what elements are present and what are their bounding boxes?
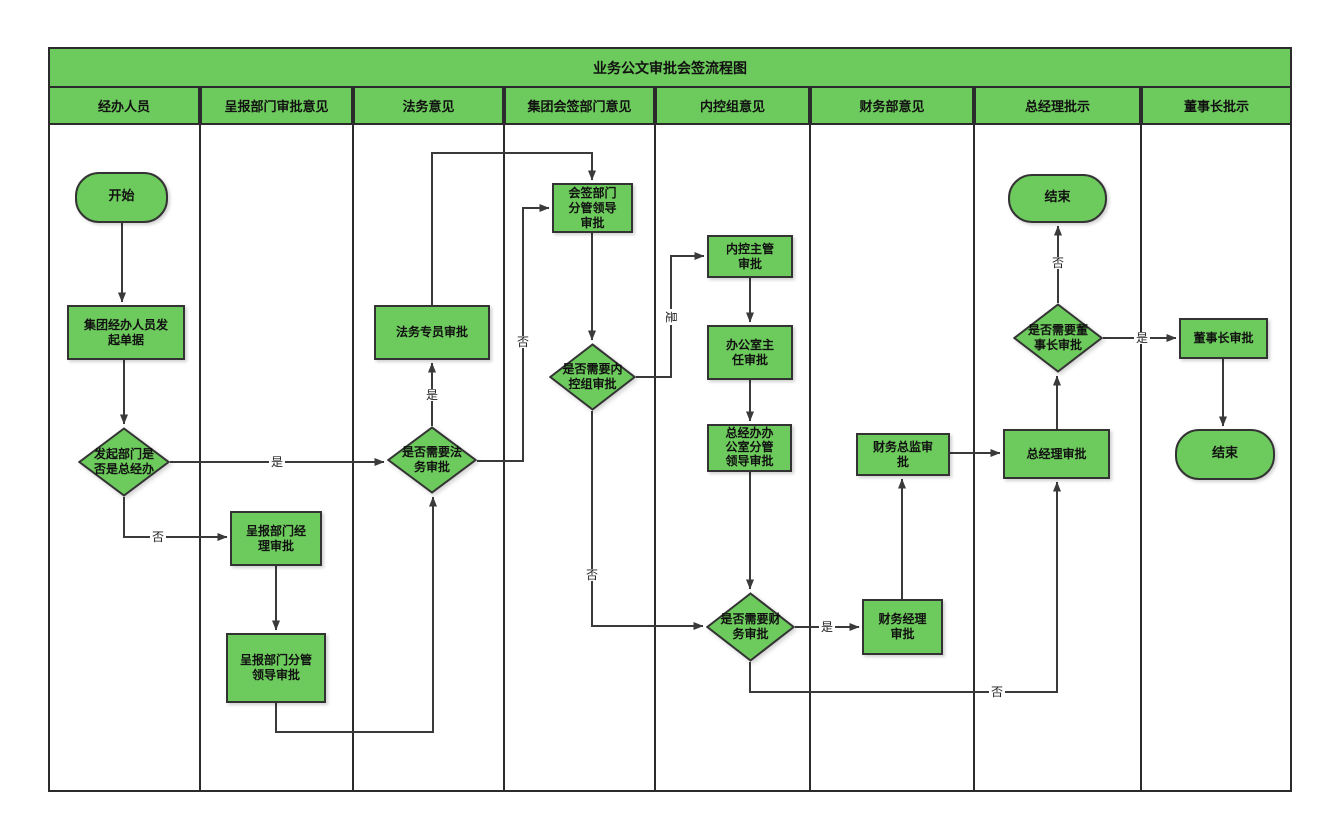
edge-label-no: 否 <box>988 685 1006 699</box>
lane-header-chairman: 董事长批示 <box>1141 86 1292 125</box>
diagram-title: 业务公文审批会签流程图 <box>593 60 747 77</box>
diamond-shape <box>387 426 477 494</box>
edge-label-no: 否 <box>583 568 601 582</box>
node-dept-leader: 呈报部门分管 领导审批 <box>226 633 326 703</box>
lane-divider <box>809 125 811 792</box>
node-chairman-approve-label: 董事长审批 <box>1193 331 1254 345</box>
node-finance-director-label: 财务总监审 批 <box>872 439 933 469</box>
node-initiate-label: 集团经办人员发 起单据 <box>83 317 168 347</box>
edge-label-no: 否 <box>149 530 167 544</box>
node-gm-office-leader: 总经办办 公室分管 领导审批 <box>707 424 792 472</box>
lane-label: 财务部意见 <box>859 100 925 115</box>
lane-label: 经办人员 <box>97 100 150 115</box>
node-legal-specialist: 法务专员审批 <box>374 305 490 360</box>
diamond-shape <box>78 427 170 497</box>
lane-label: 呈报部门审批意见 <box>224 100 329 115</box>
lane-header-report-dept: 呈报部门审批意见 <box>200 86 353 125</box>
lane-label: 法务意见 <box>402 100 455 115</box>
node-dept-leader-label: 呈报部门分管 领导审批 <box>239 653 312 682</box>
node-start-label: 开始 <box>108 189 135 205</box>
diamond-shape <box>706 592 795 662</box>
node-end-chairman-label: 结束 <box>1211 446 1238 462</box>
edge-label-yes: 是 <box>664 308 678 326</box>
lane-header-countersign-dept: 集团会签部门意见 <box>504 86 655 125</box>
lane-header-internal-control: 内控组意见 <box>655 86 810 125</box>
lane-divider <box>503 125 505 792</box>
lane-label: 集团会签部门意见 <box>527 100 632 115</box>
node-need-legal-label: 是否需要法 务审批 <box>401 445 462 474</box>
node-office-director: 办公室主 任审批 <box>707 325 793 380</box>
node-is-gm-office: 发起部门是 否是总经办 <box>78 427 170 497</box>
node-office-director-label: 办公室主 任审批 <box>725 337 774 367</box>
lane-header-finance: 财务部意见 <box>810 86 974 125</box>
node-finance-director: 财务总监审 批 <box>856 433 950 476</box>
node-chairman-approve: 董事长审批 <box>1179 318 1268 359</box>
edge-label-no: 否 <box>514 335 532 349</box>
node-finance-manager: 财务经理 审批 <box>862 599 943 655</box>
node-countersign-leader: 会签部门 分管领导 审批 <box>552 183 633 233</box>
lane-divider <box>973 125 975 792</box>
node-end-gm: 结束 <box>1008 174 1107 223</box>
node-finance-manager-label: 财务经理 审批 <box>878 612 927 641</box>
diagram-title-bar: 业务公文审批会签流程图 <box>48 47 1292 88</box>
node-gm-approve-label: 总经理审批 <box>1026 446 1087 461</box>
node-need-internal-control: 是否需要内 控组审批 <box>549 343 636 411</box>
lane-label: 董事长批示 <box>1183 100 1249 115</box>
diamond-shape <box>1013 303 1103 373</box>
lane-divider <box>199 125 201 792</box>
edge-label-yes: 是 <box>423 388 441 402</box>
node-need-internal-control-label: 是否需要内 控组审批 <box>562 362 623 391</box>
edge-label-yes: 是 <box>268 455 286 469</box>
edge-label-yes: 是 <box>818 620 836 634</box>
node-end-gm-label: 结束 <box>1044 190 1071 206</box>
node-need-finance: 是否需要财 务审批 <box>706 592 795 662</box>
lane-label: 内控组意见 <box>699 100 765 115</box>
lane-header-handler: 经办人员 <box>48 86 200 125</box>
node-initiate: 集团经办人员发 起单据 <box>67 305 185 360</box>
lane-header-legal: 法务意见 <box>353 86 504 125</box>
node-dept-manager: 呈报部门经 理审批 <box>230 511 322 566</box>
node-legal-specialist-label: 法务专员审批 <box>395 325 468 339</box>
lane-header-general-manager: 总经理批示 <box>974 86 1141 125</box>
node-need-legal: 是否需要法 务审批 <box>387 426 477 494</box>
node-ic-supervisor: 内控主管 审批 <box>707 235 793 278</box>
edge-label-yes: 是 <box>1133 331 1151 345</box>
edge-label-no: 否 <box>1049 256 1067 270</box>
node-start: 开始 <box>75 172 168 223</box>
lane-divider <box>654 125 656 792</box>
lane-divider <box>1140 125 1142 792</box>
lane-divider <box>352 125 354 792</box>
node-dept-manager-label: 呈报部门经 理审批 <box>245 523 306 553</box>
node-ic-supervisor-label: 内控主管 审批 <box>725 241 774 271</box>
node-need-chairman: 是否需要董 事长审批 <box>1013 303 1103 373</box>
node-end-chairman: 结束 <box>1175 429 1275 480</box>
node-is-gm-office-label: 发起部门是 否是总经办 <box>93 447 154 476</box>
node-need-finance-label: 是否需要财 务审批 <box>720 612 781 641</box>
diamond-shape <box>549 343 636 411</box>
node-need-chairman-label: 是否需要董 事长审批 <box>1027 323 1088 352</box>
lane-label: 总经理批示 <box>1024 100 1090 115</box>
node-countersign-leader-label: 会签部门 分管领导 审批 <box>568 185 617 230</box>
node-gm-approve: 总经理审批 <box>1003 429 1110 479</box>
node-gm-office-leader-label: 总经办办 公室分管 领导审批 <box>725 426 774 468</box>
